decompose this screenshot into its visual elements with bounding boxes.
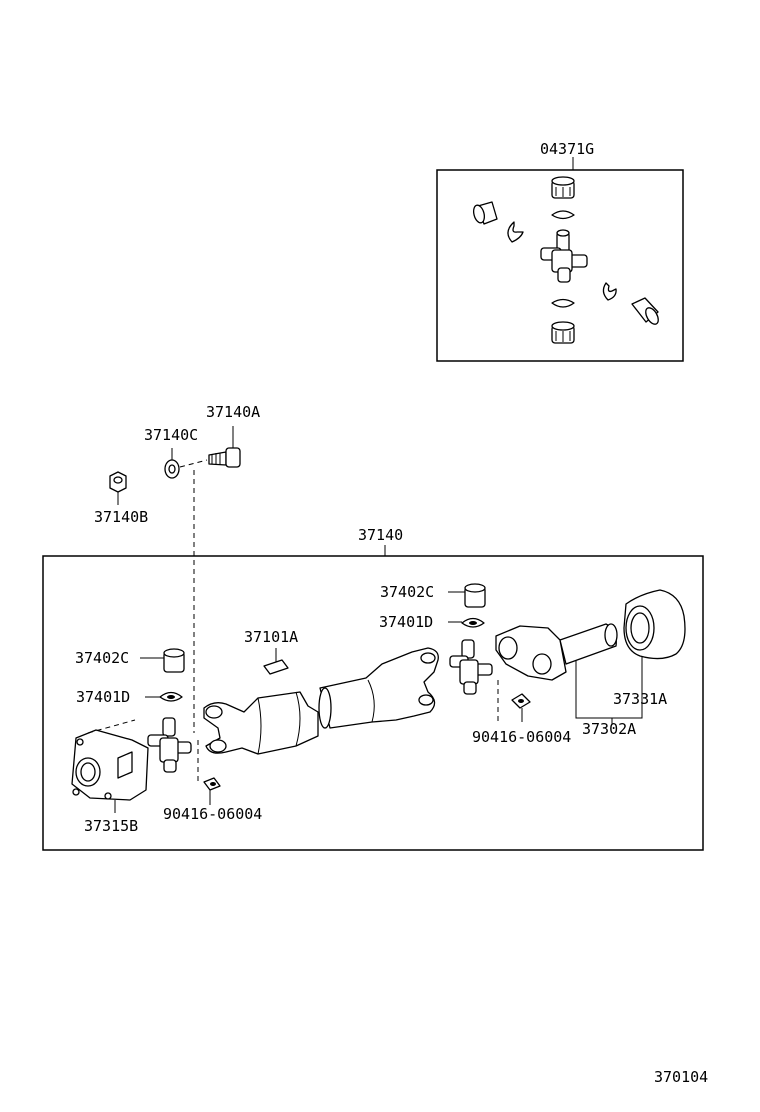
snap-ring-right-37401D [448, 617, 485, 628]
flange-yoke-37315B [71, 729, 149, 813]
grease-fitting-right [511, 693, 531, 722]
snap-ring-top [551, 210, 575, 220]
spider-kit-box [436, 169, 684, 362]
balance-weight-37101A [263, 659, 289, 675]
bearing-cup-right [631, 297, 659, 325]
snap-ring-bottom [551, 298, 575, 308]
bearing-cup-bottom [551, 321, 575, 344]
label-37331A: 37331A [613, 690, 667, 708]
washer-37140C [164, 448, 180, 479]
snap-ring-left [507, 221, 524, 243]
propeller-shaft-box [42, 555, 704, 851]
label-37402C-right: 37402C [380, 583, 434, 601]
label-37140C: 37140C [144, 426, 198, 444]
bolt-37140A [208, 426, 241, 468]
grease-fitting-left [203, 777, 221, 805]
label-04371G: 04371G [540, 140, 594, 158]
rear-shaft-tube [318, 647, 439, 729]
label-37140: 37140 [358, 526, 403, 544]
spider-kit-group [436, 157, 684, 362]
bearing-cup-top [551, 176, 575, 199]
label-37140A: 37140A [206, 403, 260, 421]
spider-left [147, 717, 192, 773]
nut-37140B [109, 471, 127, 505]
spider-cross [540, 229, 588, 283]
flange-axis-dashed [87, 719, 136, 734]
label-37101A: 37101A [244, 628, 298, 646]
bearing-cap-left [140, 648, 185, 673]
spider-right [449, 639, 493, 695]
label-37402C-left: 37402C [75, 649, 129, 667]
label-37401D-left: 37401D [76, 688, 130, 706]
dust-deflector-37331A [623, 589, 686, 686]
sleeve-yoke-37302A [495, 623, 643, 724]
label-37401D-right: 37401D [379, 613, 433, 631]
label-37315B: 37315B [84, 817, 138, 835]
bolt-axis-dashed [179, 459, 208, 468]
label-90416-06004-left: 90416-06004 [163, 805, 262, 823]
snap-ring-right [602, 282, 617, 301]
label-90416-06004-right: 90416-06004 [472, 728, 571, 746]
label-37140B: 37140B [94, 508, 148, 526]
figure-code: 370104 [654, 1068, 708, 1086]
snap-ring-left-37401D [145, 691, 183, 702]
front-shaft-tube [203, 691, 319, 755]
bearing-cup-left [472, 201, 498, 225]
bearing-cap-right [448, 583, 486, 608]
label-37302A: 37302A [582, 720, 636, 738]
